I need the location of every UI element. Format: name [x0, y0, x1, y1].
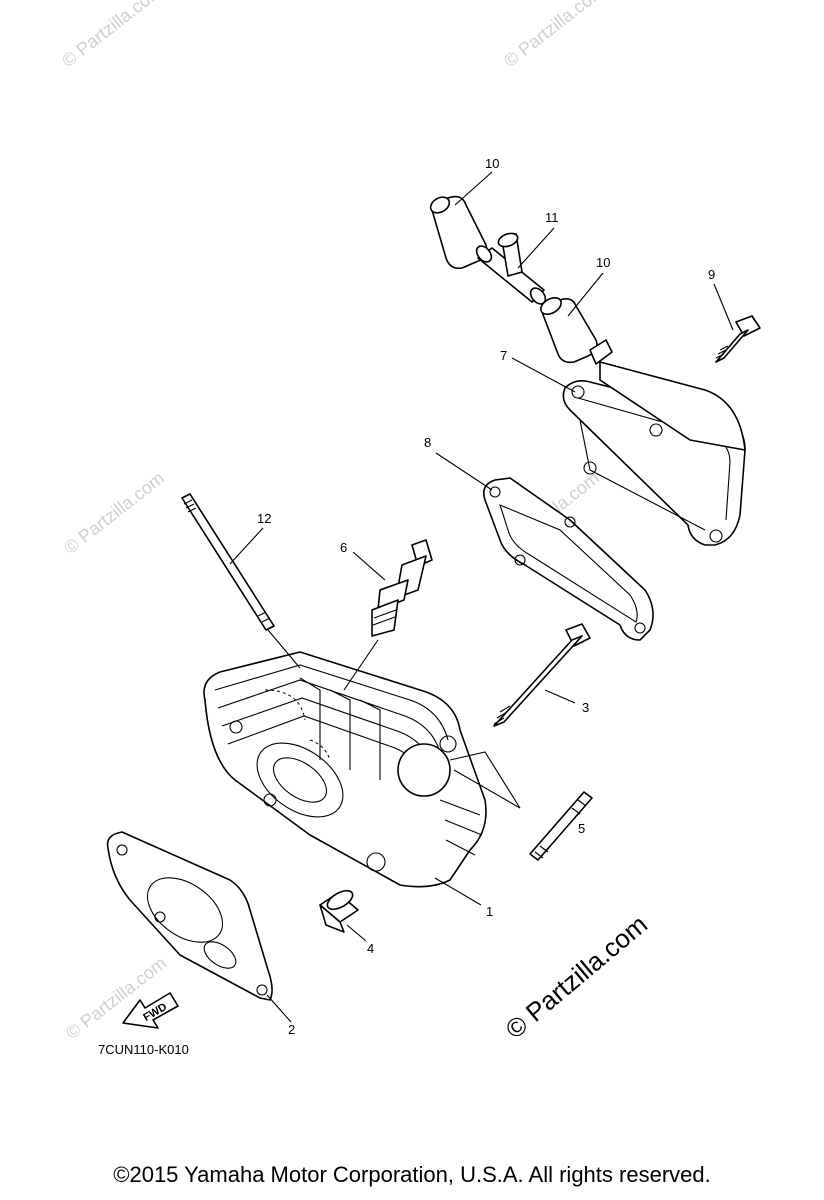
part-11-joint — [475, 232, 547, 305]
callout-1: 1 — [486, 904, 493, 919]
part-5-stud — [529, 791, 593, 861]
part-7-cover — [562, 339, 746, 546]
fwd-label: FWD — [141, 1001, 169, 1024]
callout-2: 2 — [288, 1022, 295, 1037]
callout-3: 3 — [582, 700, 589, 715]
fwd-arrow-icon: FWD — [122, 992, 179, 1029]
callout-6: 6 — [340, 540, 347, 555]
part-9-bolt — [715, 315, 761, 363]
callout-5: 5 — [578, 821, 585, 836]
leader-lines — [229, 171, 734, 1023]
callout-8: 8 — [424, 435, 431, 450]
watermark-top-right: © Partzilla.com — [500, 0, 608, 71]
part-1-cylinder-head — [203, 651, 487, 888]
callout-10-upper: 10 — [485, 156, 499, 171]
callout-4: 4 — [367, 941, 374, 956]
copyright-footer: ©2015 Yamaha Motor Corporation, U.S.A. A… — [113, 1162, 711, 1187]
part-2-head-gasket — [106, 831, 273, 1001]
part-8-gasket — [482, 477, 654, 641]
callout-11: 11 — [545, 210, 559, 225]
callout-7: 7 — [500, 348, 507, 363]
watermark-mid-left: © Partzilla.com — [60, 468, 168, 558]
callout-9: 9 — [708, 267, 715, 282]
callout-numbers: 10 11 10 9 7 8 12 6 3 5 1 4 2 — [257, 156, 715, 1037]
watermark-bottom-left: © Partzilla.com — [62, 953, 170, 1043]
watermark-top-left: © Partzilla.com — [58, 0, 166, 71]
callout-10-lower: 10 — [596, 255, 610, 270]
diagram-code: 7CUN110-K010 — [98, 1042, 189, 1057]
part-4-dowel — [319, 889, 359, 933]
part-6-spark-plug — [371, 539, 433, 637]
part-10-hose-lower — [540, 297, 598, 364]
part-3-bolt — [493, 623, 591, 727]
callout-12: 12 — [257, 511, 271, 526]
part-12-stud — [181, 493, 275, 631]
watermark-large: © Partzilla.com — [500, 909, 653, 1045]
